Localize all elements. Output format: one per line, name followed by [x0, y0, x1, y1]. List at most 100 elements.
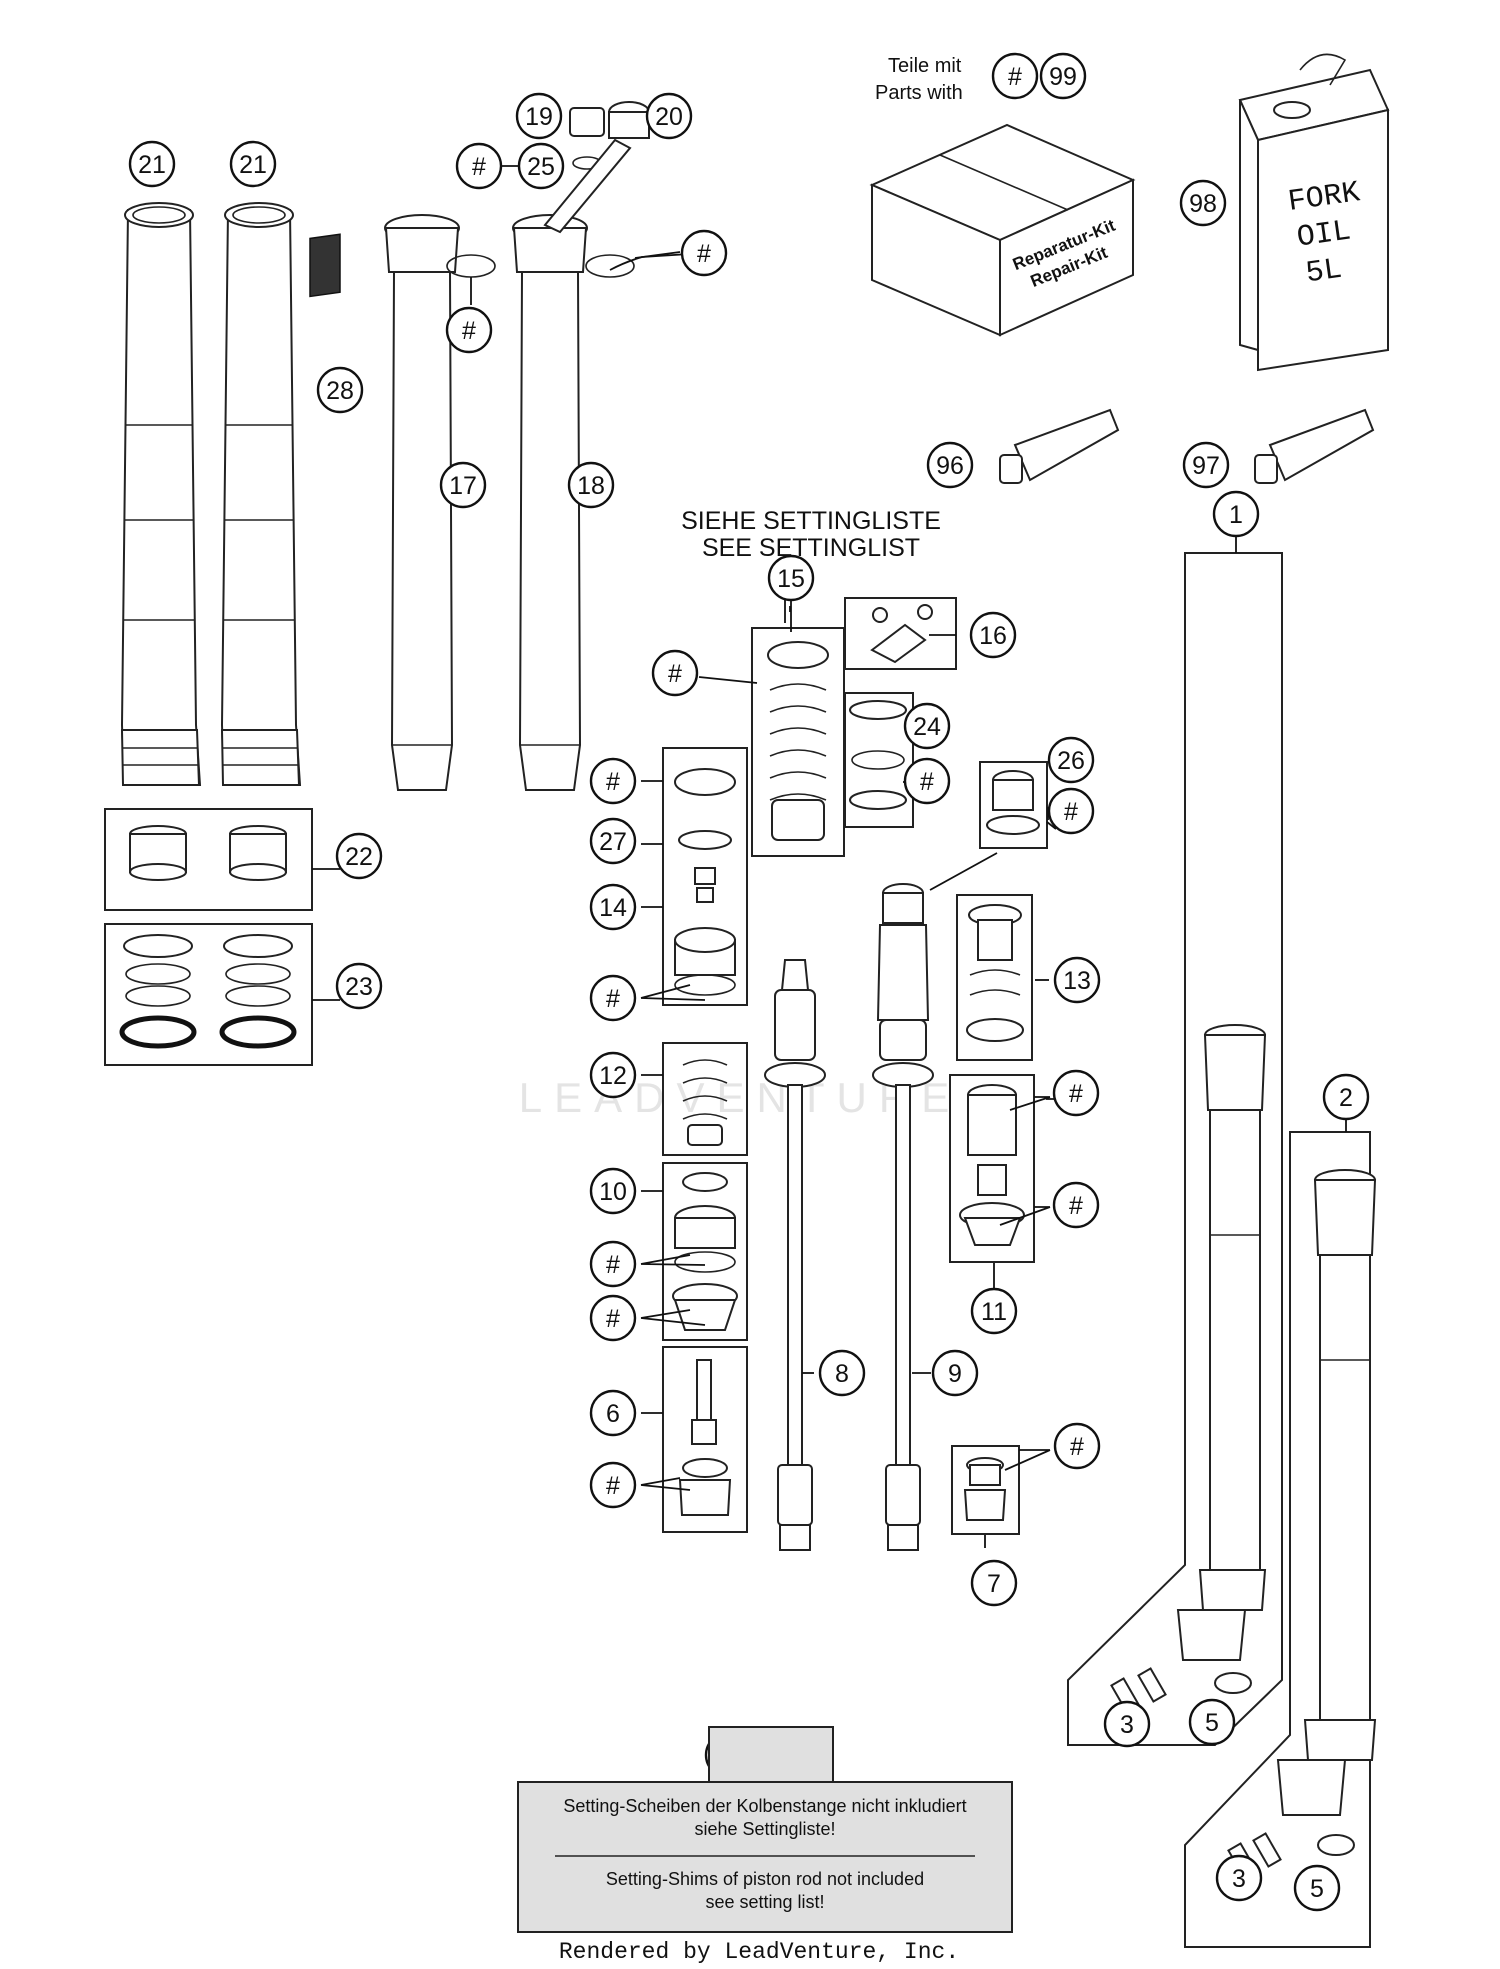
- o-ring-18: [585, 254, 635, 278]
- callout-21a-label: 21: [138, 151, 166, 179]
- fork-leg-2: [1227, 1169, 1377, 1878]
- callout-17: 17: [439, 461, 487, 509]
- hash-callout-9-label: #: [606, 985, 620, 1013]
- callout-18: 18: [567, 461, 615, 509]
- bushing-24-box: [844, 692, 914, 828]
- callout-97: 97: [1182, 441, 1230, 489]
- callout-24-label: 24: [913, 713, 941, 741]
- callout-12: 12: [589, 1051, 637, 1099]
- spring-assembly: [767, 641, 829, 841]
- hash-callout-3-label: #: [462, 317, 476, 345]
- callout-2-label: 2: [1339, 1084, 1353, 1112]
- callout-97-label: 97: [1192, 452, 1220, 480]
- spring-12: [682, 1059, 728, 1146]
- callout-5b: 5: [1293, 1864, 1341, 1912]
- outer-tube-left: [120, 202, 202, 786]
- callout-3b-label: 3: [1232, 1865, 1246, 1893]
- hash-callout-14-label: #: [606, 1472, 620, 1500]
- hash-callout-10: #: [1052, 1069, 1100, 1117]
- grease-tube-96: [999, 408, 1120, 484]
- grease-tube-97: [1254, 408, 1375, 484]
- callout-28: 28: [316, 366, 364, 414]
- hash-callout-4-label: #: [697, 240, 711, 268]
- valve-11-box: [949, 1074, 1035, 1263]
- hash-callout-9: #: [589, 974, 637, 1022]
- callout-20-label: 20: [655, 103, 683, 131]
- callout-28-label: 28: [326, 377, 354, 405]
- hash-callout-5: #: [651, 649, 699, 697]
- hash-callout-13: #: [589, 1294, 637, 1342]
- callout-20: 20: [645, 92, 693, 140]
- callout-2: 2: [1322, 1073, 1370, 1121]
- callout-23: 23: [335, 962, 383, 1010]
- adjuster-parts: [870, 604, 933, 664]
- teile-mit-label: Teile mit: [888, 55, 962, 77]
- callout-22: 22: [335, 832, 383, 880]
- callout-98: 98: [1179, 179, 1227, 227]
- fork-leg-1: [1110, 1024, 1267, 1713]
- valve-11: [959, 1084, 1025, 1246]
- valve-7-box: [951, 1445, 1020, 1535]
- inner-tube-18: [512, 214, 588, 791]
- fork-leg-2-box: [1184, 1131, 1371, 1948]
- callout-18-label: 18: [577, 472, 605, 500]
- hash-callout-10-label: #: [1069, 1080, 1083, 1108]
- valve-7: [963, 1457, 1007, 1521]
- callout-10: 10: [589, 1167, 637, 1215]
- callout-5a: 5: [1188, 1698, 1236, 1746]
- hash-callout-6-label: #: [920, 768, 934, 796]
- callout-26-label: 26: [1057, 747, 1085, 775]
- callout-96: 96: [926, 441, 974, 489]
- callout-7-label: 7: [987, 1570, 1001, 1598]
- hash-callout-7-label: #: [1064, 798, 1078, 826]
- base-valve-14: [674, 768, 736, 996]
- callout-7: 7: [970, 1559, 1018, 1607]
- hash-callout-4: #: [680, 229, 728, 277]
- callout-98-label: 98: [1189, 190, 1217, 218]
- callout-16-label: 16: [979, 622, 1007, 650]
- callout-19-label: 19: [525, 103, 553, 131]
- seals: [119, 934, 297, 1049]
- callout-21a: 21: [128, 140, 176, 188]
- outer-tube-right: [220, 202, 302, 786]
- note-de-line1: Setting-Scheiben der Kolbenstange nicht …: [563, 1796, 966, 1816]
- callout-6: 6: [589, 1389, 637, 1437]
- callout-21b-label: 21: [239, 151, 267, 179]
- callout-8-label: 8: [835, 1360, 849, 1388]
- callout-10-label: 10: [599, 1178, 627, 1206]
- callout-15-label: 15: [777, 565, 805, 593]
- piston-26-box: [979, 761, 1048, 849]
- callout-27: 27: [589, 817, 637, 865]
- bushings: [129, 825, 287, 881]
- hash-callout-15-label: #: [1070, 1433, 1084, 1461]
- hash-callout-8: #: [589, 757, 637, 805]
- callout-22-label: 22: [345, 843, 373, 871]
- hash-callout-8-label: #: [606, 768, 620, 796]
- callout-17-label: 17: [449, 472, 477, 500]
- screw-cap-19: [569, 107, 605, 137]
- adjuster-box: [844, 597, 957, 670]
- callout-3a: 3: [1103, 1700, 1151, 1748]
- footer-credit: Rendered by LeadVenture, Inc.: [559, 1939, 959, 1965]
- valve-20: [543, 101, 650, 234]
- bushing-24: [849, 700, 907, 810]
- callout-19: 19: [515, 92, 563, 140]
- hash-callout-2: #: [455, 142, 503, 190]
- hash-callout-15: #: [1053, 1422, 1101, 1470]
- callout-12-label: 12: [599, 1062, 627, 1090]
- seal-box: [104, 923, 313, 1066]
- hash-callout-3: #: [445, 306, 493, 354]
- hash-callout-7: #: [1047, 787, 1095, 835]
- hash-callout-6: #: [903, 757, 951, 805]
- callout-11: 11: [970, 1287, 1018, 1335]
- base-valve-14-box: [662, 747, 748, 1006]
- callout-5b-label: 5: [1310, 1875, 1324, 1903]
- fork-oil-can: FORK OIL 5L: [1238, 53, 1390, 372]
- callout-14-label: 14: [599, 894, 627, 922]
- callout-5a-label: 5: [1205, 1709, 1219, 1737]
- callout-11-label: 11: [981, 1298, 1007, 1326]
- callout-96-label: 96: [936, 452, 964, 480]
- callout-6-label: 6: [606, 1400, 620, 1428]
- callout-23-label: 23: [345, 973, 373, 1001]
- hash-callout-11-label: #: [1069, 1192, 1083, 1220]
